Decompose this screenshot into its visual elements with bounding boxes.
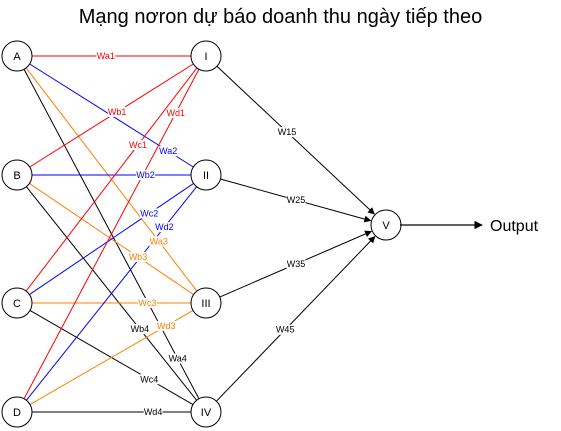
weight-label-text: Wd4 xyxy=(144,407,163,417)
weight-label-background xyxy=(156,320,176,331)
weight-label-text: W25 xyxy=(287,195,306,205)
weight-label-text: Wd1 xyxy=(167,108,186,118)
weight-label-background xyxy=(286,259,306,269)
node-circle xyxy=(1,159,33,191)
weight-label-text: Wb4 xyxy=(131,324,150,334)
weight-label-background xyxy=(128,251,148,262)
weight-label-wa1: Wa1 xyxy=(96,51,116,61)
weight-label-background xyxy=(168,353,188,364)
weight-label-wa2: Wa2 xyxy=(158,146,178,157)
weight-label-background xyxy=(275,324,295,335)
output-node-v: V xyxy=(370,209,402,241)
edge-i-v xyxy=(216,65,375,215)
weight-label-text: Wd3 xyxy=(157,321,176,331)
weight-label-background xyxy=(155,222,174,233)
weight-label-wc3: Wc3 xyxy=(138,298,157,308)
input-node-a: A xyxy=(1,40,33,72)
hidden-node-iv: IV xyxy=(190,396,222,428)
weight-label-wb4: Wb4 xyxy=(130,324,150,335)
weight-label-text: Wd2 xyxy=(155,222,174,232)
weight-label-w45: W45 xyxy=(275,324,295,335)
input-node-b: B xyxy=(1,159,33,191)
weight-label-wd2: Wd2 xyxy=(155,222,174,233)
edges-layer xyxy=(23,55,376,413)
weight-label-text: Wc2 xyxy=(140,208,158,218)
weight-label-w35: W35 xyxy=(286,259,306,269)
input-node-d: D xyxy=(1,396,33,428)
edge-c-ii xyxy=(29,182,194,296)
weight-label-text: Wb1 xyxy=(108,107,127,117)
node-label: I xyxy=(204,51,207,63)
edge-iv-v xyxy=(216,236,376,402)
weight-label-background xyxy=(277,127,297,138)
weight-label-wb3: Wb3 xyxy=(128,251,148,262)
edge-c-i xyxy=(25,67,198,292)
weight-label-wa3: Wa3 xyxy=(149,236,169,247)
node-label: B xyxy=(13,170,20,182)
weight-label-background xyxy=(166,107,186,118)
hidden-node-i: I xyxy=(190,40,222,72)
node-label: D xyxy=(13,407,21,419)
weight-label-text: Wa2 xyxy=(159,146,177,156)
weight-label-text: Wb2 xyxy=(136,170,155,180)
weight-label-text: Wa3 xyxy=(150,236,168,246)
weight-label-text: Wa4 xyxy=(169,354,187,364)
weight-label-text: W35 xyxy=(287,259,306,269)
node-label: II xyxy=(203,170,209,182)
weight-label-text: W45 xyxy=(276,325,295,335)
weight-label-background xyxy=(130,324,150,335)
node-circle xyxy=(1,40,33,72)
weight-label-background xyxy=(158,146,178,157)
weight-label-wd3: Wd3 xyxy=(156,320,176,331)
diagram-title: Mạng nơron dự báo doanh thu ngày tiếp th… xyxy=(78,6,483,28)
node-label: IV xyxy=(201,407,212,419)
weight-label-wc1: Wc1 xyxy=(128,139,148,150)
weight-label-text: Wb3 xyxy=(129,252,148,262)
hidden-node-ii: II xyxy=(190,159,222,191)
node-label: C xyxy=(13,298,21,310)
node-circle xyxy=(190,396,222,428)
node-circle xyxy=(190,159,222,191)
weight-label-text: Wc4 xyxy=(140,374,158,384)
weight-label-text: Wc1 xyxy=(129,140,147,150)
edge-d-i xyxy=(23,69,200,399)
weight-label-w15: W15 xyxy=(277,127,297,138)
weight-label-wb1: Wb1 xyxy=(107,106,127,117)
hidden-node-iii: III xyxy=(190,287,222,319)
weight-label-background xyxy=(138,298,157,308)
weight-label-w25: W25 xyxy=(286,195,306,205)
weight-label-background xyxy=(96,51,116,61)
weight-label-background xyxy=(139,374,159,385)
node-label: III xyxy=(201,298,210,310)
node-circle xyxy=(1,287,33,319)
output-label: Output xyxy=(490,218,539,235)
weight-label-background xyxy=(128,139,148,150)
node-label: V xyxy=(382,220,390,232)
weight-label-wc2: Wc2 xyxy=(139,208,159,219)
weight-label-background xyxy=(149,236,169,247)
weight-label-background xyxy=(286,195,306,205)
weight-label-background xyxy=(136,170,155,180)
node-circle xyxy=(1,396,33,428)
weight-label-wd4: Wd4 xyxy=(143,407,163,417)
weight-label-background xyxy=(139,208,159,219)
weight-label-wc4: Wc4 xyxy=(139,374,159,385)
weight-label-text: Wc3 xyxy=(138,298,156,308)
weight-label-text: Wa1 xyxy=(97,51,115,61)
node-circle xyxy=(190,40,222,72)
weight-label-text: W15 xyxy=(278,127,297,137)
output-layer: Output xyxy=(400,218,539,235)
weight-label-wd1: Wd1 xyxy=(166,107,186,118)
weight-label-background xyxy=(107,106,127,117)
node-circle xyxy=(190,287,222,319)
weight-label-background xyxy=(143,407,163,417)
weight-label-wb2: Wb2 xyxy=(136,170,155,180)
node-label: A xyxy=(13,51,21,63)
weight-label-wa4: Wa4 xyxy=(168,353,188,364)
input-node-c: C xyxy=(1,287,33,319)
